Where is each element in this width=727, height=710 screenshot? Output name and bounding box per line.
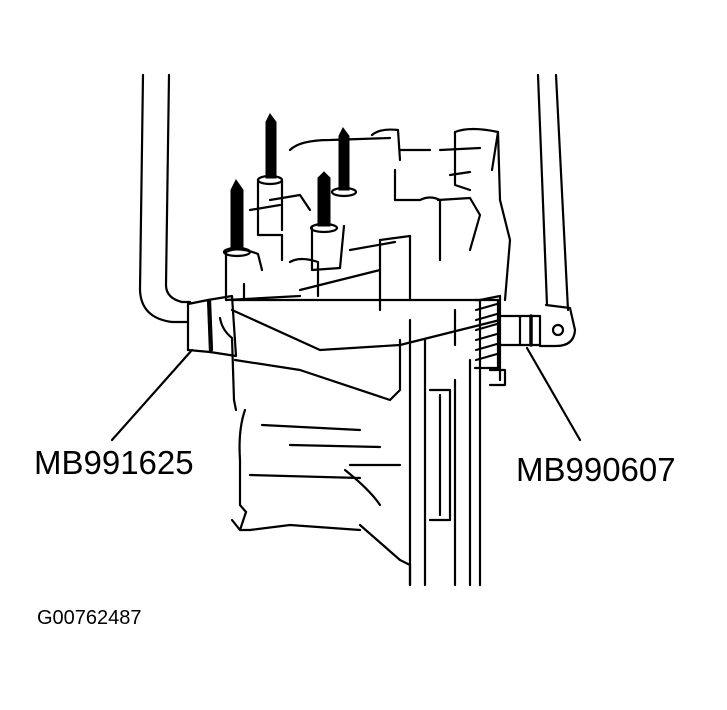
- callout-label-mb990607: MB990607: [516, 451, 676, 488]
- right-tool-bar: [498, 73, 577, 348]
- lower-housing: [218, 294, 507, 587]
- flange-teeth: [473, 298, 500, 370]
- left-tool-bar: [138, 73, 238, 358]
- leader-lines: [110, 346, 582, 442]
- callout-label-mb991625: MB991625: [34, 444, 194, 481]
- leader-line-left: [110, 348, 194, 442]
- figure-id: G00762487: [37, 607, 142, 629]
- leader-line-right: [525, 346, 582, 442]
- upper-housing: [224, 127, 512, 312]
- studs: [222, 113, 358, 258]
